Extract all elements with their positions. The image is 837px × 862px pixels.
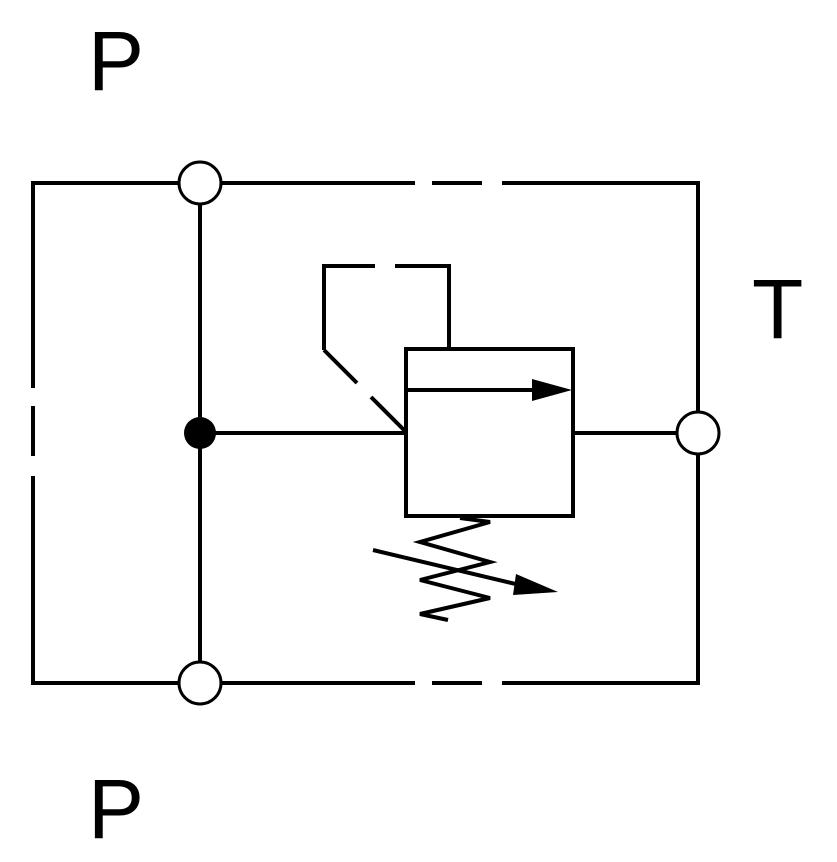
valve-body <box>404 347 575 518</box>
port-label-t: T <box>752 262 803 356</box>
pilot-line-diagonal-2 <box>369 395 408 434</box>
port-p-top-icon <box>177 160 223 206</box>
port-label-p-top: P <box>88 14 144 108</box>
block-outline <box>31 181 700 685</box>
flow-arrow-head <box>532 379 572 401</box>
port-label-p-bottom: P <box>88 762 144 856</box>
junction-node-icon <box>184 417 216 449</box>
adjust-arrow-head <box>513 574 558 595</box>
port-p-bottom-icon <box>177 660 223 706</box>
port-t-icon <box>675 410 721 456</box>
adjust-arrow-shaft <box>372 548 525 588</box>
pilot-line <box>322 264 451 434</box>
pilot-line-diagonal-1 <box>322 348 359 385</box>
